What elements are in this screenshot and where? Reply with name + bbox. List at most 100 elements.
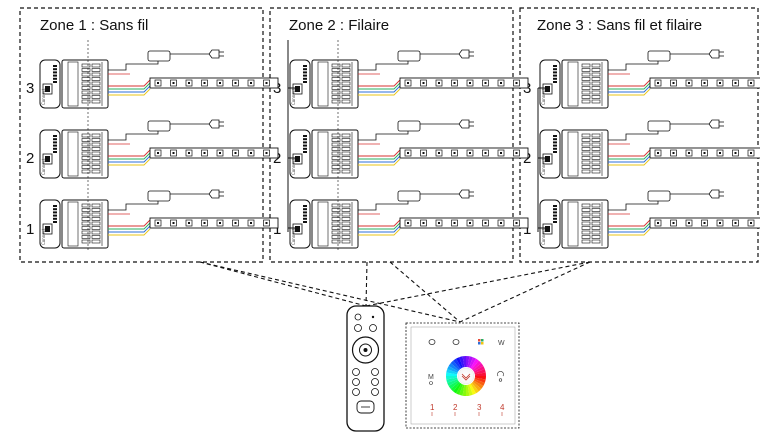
panel-refresh-icon	[497, 371, 504, 377]
led-strip-icon	[399, 77, 529, 89]
color-wheel-segment	[469, 357, 476, 369]
panel-label-w: W	[498, 340, 505, 347]
wire-bundle	[358, 219, 401, 236]
power-plug-icon	[705, 49, 724, 59]
color-wheel-segment	[473, 379, 485, 386]
svg-text:Connect: Connect	[541, 88, 546, 105]
svg-text:Connect: Connect	[541, 228, 546, 245]
color-wheel-segment	[472, 380, 484, 389]
zone-3-row-1-number: 1	[523, 221, 531, 238]
color-wheel-segment	[456, 383, 463, 395]
color-wheel-segment	[466, 384, 470, 396]
controller-icon	[561, 59, 609, 109]
controller-unit-z3-r1: Connect	[539, 189, 760, 249]
panel-mode-dot-icon	[429, 381, 433, 385]
zone-2-row-1-number: 1	[273, 221, 281, 238]
power-plug-icon	[205, 49, 224, 59]
controller-unit-z2-r2: Connect	[289, 119, 529, 179]
color-wheel-segment	[474, 372, 486, 376]
led-strip-icon	[399, 147, 529, 159]
color-wheel-segment	[446, 372, 458, 376]
power-plug-icon	[455, 119, 474, 129]
controller-unit-z2-r1: Connect	[289, 189, 529, 249]
power-plug-icon	[455, 189, 474, 199]
controller-units: ConnectConnectConnectConnectConnectConne…	[39, 40, 760, 250]
color-wheel-segment	[467, 384, 473, 396]
svg-text:Connect: Connect	[291, 228, 296, 245]
color-wheel-segment	[450, 381, 461, 392]
color-wheel-segment	[459, 384, 465, 396]
wire-bundle	[108, 79, 151, 96]
color-wheel-segment	[471, 360, 482, 371]
controller-unit-z3-r3: Connect	[539, 49, 760, 109]
wire-bundle	[608, 79, 651, 96]
color-wheel-segment	[446, 376, 458, 380]
color-wheel-segment	[467, 356, 473, 368]
zone-3-title: Zone 3 : Sans fil et filaire	[537, 17, 702, 34]
zone-1-title: Zone 1 : Sans fil	[40, 17, 148, 34]
svg-text:Connect: Connect	[291, 158, 296, 175]
controller-unit-z1-r3: Connect	[39, 49, 279, 109]
power-plug-icon	[205, 189, 224, 199]
remote-control-icon	[346, 305, 385, 432]
zone-2-frame	[269, 7, 514, 263]
wireless-links	[199, 261, 591, 323]
color-wheel-segment	[470, 358, 479, 370]
panel-zone-4: 4	[500, 403, 505, 412]
controller-unit-z3-r2: Connect	[539, 119, 760, 179]
color-wheel-segment	[453, 358, 462, 370]
controller-icon	[311, 129, 359, 179]
zone-2-row-2-number: 2	[273, 150, 281, 167]
controller-icon	[561, 129, 609, 179]
color-wheel-segment	[473, 366, 485, 373]
controller-icon	[311, 59, 359, 109]
controller-unit-z2-r3: Connect	[289, 49, 529, 109]
svg-text:Connect: Connect	[541, 158, 546, 175]
color-wheel-segment	[446, 369, 458, 375]
controller-unit-z1-r1: Connect	[39, 189, 279, 249]
led-strip-icon	[649, 217, 760, 229]
zone-2-row-3-number: 3	[273, 80, 281, 97]
wire-bundle	[108, 219, 151, 236]
color-wheel-segment	[471, 381, 482, 392]
wall-panel-icon: W M 1 2 3 4	[405, 322, 520, 429]
wire-bundle	[108, 149, 151, 166]
color-wheel-segment	[447, 379, 459, 386]
controller-icon	[61, 59, 109, 109]
zone-1-row-2-number: 2	[26, 150, 34, 167]
power-plug-icon	[455, 49, 474, 59]
svg-text:Connect: Connect	[41, 228, 46, 245]
controller-icon	[561, 199, 609, 249]
power-plug-icon	[705, 119, 724, 129]
color-wheel-icon	[446, 356, 486, 396]
color-wheel-segment	[453, 382, 462, 394]
color-wheel-segment	[472, 363, 484, 372]
zone-1-frame	[19, 7, 264, 263]
panel-dimmer-icon	[452, 339, 460, 345]
color-wheel-segment	[448, 363, 460, 372]
wire-bundle	[608, 219, 651, 236]
panel-zone-3: 3	[477, 403, 482, 412]
color-wheel-segment	[459, 356, 465, 368]
panel-label-m: M	[428, 374, 434, 381]
panel-zone-2: 2	[453, 403, 458, 412]
color-wheel-segment	[466, 356, 470, 368]
zone-3-row-2-number: 2	[523, 150, 531, 167]
controller-icon	[61, 129, 109, 179]
color-wheel-segment	[474, 369, 486, 375]
led-strip-icon	[399, 217, 529, 229]
led-strip-icon	[149, 147, 279, 159]
color-wheel-segment	[448, 380, 460, 389]
wired-bus-zone-2	[287, 40, 296, 232]
color-wheel-segment	[446, 377, 458, 383]
power-plug-icon	[205, 119, 224, 129]
color-wheel-segment	[470, 382, 479, 394]
svg-text:Connect: Connect	[291, 88, 296, 105]
led-strip-icon	[149, 217, 279, 229]
wire-bundle	[608, 149, 651, 166]
zone-2-title: Zone 2 : Filaire	[289, 17, 389, 34]
controller-icon	[311, 199, 359, 249]
panel-rgb-icon	[478, 339, 484, 345]
